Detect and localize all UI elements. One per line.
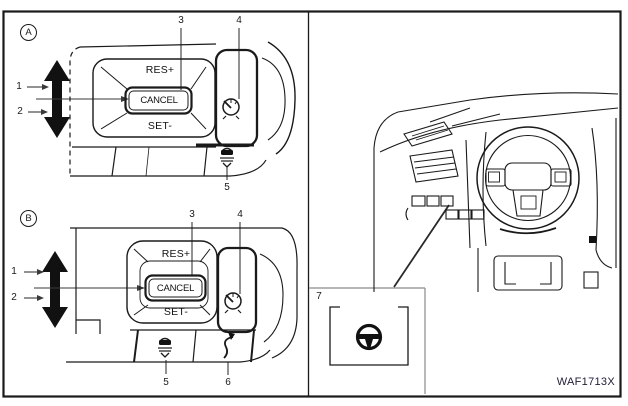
dashboard-steering-wheel-illustration <box>373 92 619 292</box>
panel-a-label: A <box>20 24 37 41</box>
figure-code: WAF1713X <box>556 376 615 388</box>
callout-5: 5 <box>224 182 230 193</box>
panel-a-switch-art <box>27 28 296 180</box>
callout-6: 6 <box>225 377 231 388</box>
res-plus-label: RES+ <box>161 248 191 260</box>
callout-1: 1 <box>11 266 17 277</box>
panel-b-label: B <box>20 210 37 227</box>
callout-1: 1 <box>16 81 22 92</box>
set-minus-label: SET- <box>147 120 173 132</box>
callout-5: 5 <box>163 377 169 388</box>
cancel-button-label: CANCEL <box>140 95 178 106</box>
callout-3: 3 <box>178 15 184 26</box>
heated-steering-wheel-switch-icon <box>355 323 383 351</box>
cruise-control-main-switch-icon <box>222 98 240 120</box>
cancel-button-outline <box>144 274 207 302</box>
callout-4: 4 <box>236 15 242 26</box>
inset-callout-box <box>309 204 450 394</box>
callout-4: 4 <box>237 209 243 220</box>
res-plus-label: RES+ <box>145 64 175 76</box>
cancel-button-label: CANCEL <box>156 283 195 294</box>
panel-b-switch-art <box>24 222 298 375</box>
set-minus-label: SET- <box>163 306 189 318</box>
following-distance-switch-icon <box>158 337 172 358</box>
callout-7: 7 <box>316 291 322 302</box>
callout-2: 2 <box>17 106 23 117</box>
callout-2: 2 <box>11 292 17 303</box>
following-distance-switch-icon <box>220 147 234 168</box>
up-down-toggle-arrow <box>42 251 68 328</box>
callout-leader-lines <box>24 222 241 375</box>
propilot-assist-switch-icon <box>224 292 242 314</box>
cancel-button-outline <box>124 86 193 115</box>
callout-3: 3 <box>189 209 195 220</box>
figure-border <box>2 10 622 398</box>
steering-assist-switch-icon <box>223 332 235 359</box>
